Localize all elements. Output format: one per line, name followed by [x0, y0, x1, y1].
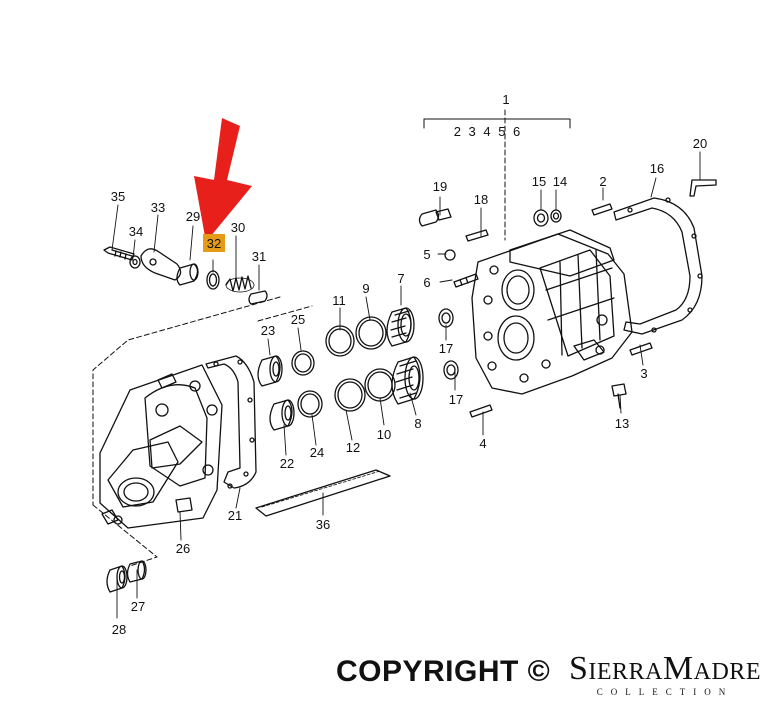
part-label-18: 18	[474, 192, 488, 207]
part-strip-36	[255, 469, 391, 517]
part-label-23: 23	[261, 323, 275, 338]
part-label-3: 3	[640, 366, 647, 381]
group-members-label: 2 3 4 5 6	[454, 124, 521, 139]
part-label-6: 6	[423, 275, 430, 290]
group-bracket	[423, 118, 571, 129]
part-label-25: 25	[291, 312, 305, 327]
part-label-5: 5	[423, 247, 430, 262]
part-label-8: 8	[414, 416, 421, 431]
part-snap-ring-9	[355, 316, 387, 350]
part-gasket-21	[205, 355, 257, 489]
part-label-16: 16	[650, 161, 664, 176]
part-label-32: 32	[207, 236, 221, 251]
part-seal-ring-32	[206, 270, 220, 290]
part-label-19: 19	[433, 179, 447, 194]
part-stud-6	[453, 273, 479, 288]
part-bracket-20	[689, 179, 717, 197]
part-plug-5	[444, 249, 456, 261]
part-label-1: 1	[502, 92, 509, 107]
part-label-26: 26	[176, 541, 190, 556]
part-label-24: 24	[310, 445, 324, 460]
part-gasket-16	[613, 197, 703, 335]
part-rear-cover-26	[99, 364, 223, 529]
part-label-33: 33	[151, 200, 165, 215]
part-stud-2	[591, 203, 613, 216]
part-label-13: 13	[615, 416, 629, 431]
part-label-12: 12	[346, 440, 360, 455]
part-label-9: 9	[362, 281, 369, 296]
part-flange-33	[140, 248, 182, 281]
part-sensor-19	[418, 208, 452, 227]
part-washer-14	[550, 209, 562, 223]
part-label-21: 21	[228, 508, 242, 523]
part-pin-31	[248, 290, 268, 305]
part-gear-7	[386, 307, 415, 347]
part-bushing-29	[176, 263, 199, 286]
brand-subtitle: COLLECTION	[596, 687, 734, 697]
part-washer-34	[129, 255, 141, 269]
part-bearing-23	[257, 355, 283, 387]
part-bearing-22	[269, 399, 295, 431]
part-cap-28	[106, 565, 128, 593]
part-label-17-lower: 17	[449, 392, 463, 407]
part-label-2: 2	[599, 174, 606, 189]
part-circlip-24	[297, 390, 323, 418]
part-bolt-35	[103, 246, 135, 261]
part-pin-18	[465, 229, 489, 242]
part-circlip-25	[291, 350, 315, 376]
part-label-34: 34	[129, 224, 143, 239]
part-plug-27	[126, 560, 147, 583]
part-label-7: 7	[397, 271, 404, 286]
part-stud-3	[629, 342, 653, 356]
part-label-17-upper: 17	[439, 341, 453, 356]
part-labels: 2 3 4 5 6 7 8 9 10 11 12 13 14 15 16 17 …	[111, 136, 707, 637]
part-snap-ring-12	[334, 378, 366, 412]
part-label-14: 14	[553, 174, 567, 189]
highlight-arrow	[194, 118, 252, 242]
part-stud-4	[469, 404, 493, 418]
part-label-22: 22	[280, 456, 294, 471]
part-label-30: 30	[231, 220, 245, 235]
part-main-housing-1	[471, 229, 633, 395]
part-nut-15	[533, 209, 549, 227]
part-label-4: 4	[479, 436, 486, 451]
part-label-10: 10	[377, 427, 391, 442]
brand-name: SierraMadre	[569, 650, 761, 687]
part-snap-ring-10	[364, 368, 396, 402]
part-gear-8	[391, 356, 424, 405]
part-seal-17a	[438, 308, 454, 328]
part-label-29: 29	[186, 209, 200, 224]
part-snap-ring-11	[325, 325, 355, 357]
part-label-27: 27	[131, 599, 145, 614]
part-label-31: 31	[252, 249, 266, 264]
part-label-20: 20	[693, 136, 707, 151]
part-bolt-13	[611, 383, 627, 409]
brand-logo: SierraMadre COLLECTION	[566, 650, 764, 698]
part-label-35: 35	[111, 189, 125, 204]
part-label-28: 28	[112, 622, 126, 637]
copyright-notice: COPYRIGHT ©	[336, 655, 551, 688]
part-label-15: 15	[532, 174, 546, 189]
part-label-11: 11	[332, 293, 346, 308]
part-label-36: 36	[316, 517, 330, 532]
part-seal-17b	[443, 360, 459, 380]
highlight-box-32	[203, 234, 225, 252]
part-spring-30	[225, 275, 255, 293]
